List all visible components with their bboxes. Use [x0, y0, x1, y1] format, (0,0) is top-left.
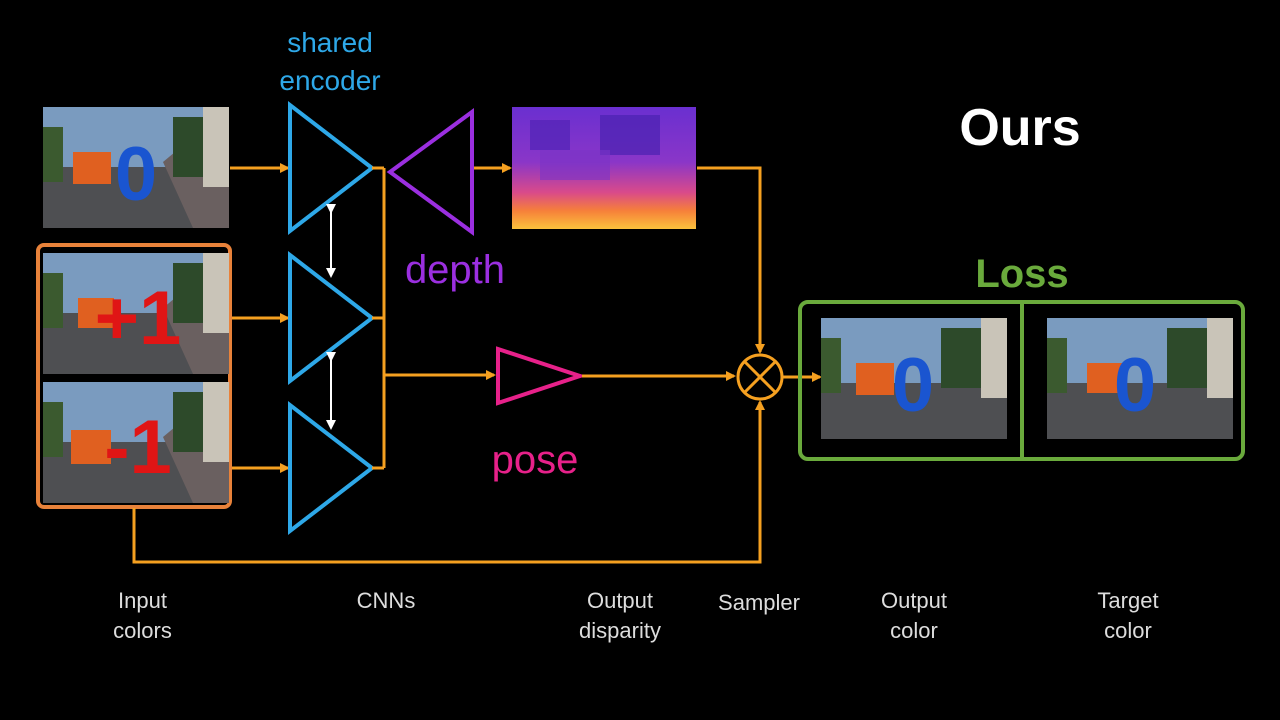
encoder-top — [288, 100, 376, 236]
street-scene-image — [1047, 318, 1233, 439]
caption-output-color: Output color — [880, 588, 948, 643]
frame-digit-target-color: 0 — [1113, 343, 1157, 428]
shared-encoder-label: shared encoder — [279, 27, 381, 96]
disparity-patch-1 — [530, 120, 570, 150]
disparity-patch-2 — [600, 115, 660, 155]
frame-digit-minus: -1 — [104, 405, 172, 490]
input-frames-box — [36, 243, 232, 509]
input-frame-plus: +1 — [43, 253, 229, 374]
street-scene-image — [821, 318, 1007, 439]
target-color-image: 0 — [1047, 318, 1233, 439]
street-scene-image — [43, 253, 229, 374]
pose-net — [496, 346, 587, 406]
pose-label: pose — [491, 438, 579, 482]
depth-decoder — [386, 108, 474, 236]
frame-digit-target: 0 — [114, 132, 158, 217]
frame-digit-output: 0 — [891, 343, 935, 428]
disparity-patch-3 — [540, 150, 610, 180]
caption-input-colors: Input colors — [113, 588, 172, 643]
sampler-cross-2 — [743, 360, 777, 394]
sampler-node — [736, 353, 784, 401]
depth-label: depth — [404, 248, 506, 292]
page-title: Ours — [959, 99, 1081, 157]
encoder-mid — [288, 250, 376, 386]
arrow-input-sampler — [132, 400, 765, 564]
encoder-bot — [288, 400, 376, 536]
caption-cnns: CNNs — [356, 588, 416, 613]
street-scene-image — [43, 382, 229, 503]
input-frame-minus: -1 — [43, 382, 229, 503]
arrow-disparity-sampler — [697, 166, 765, 354]
input-frame-target: 0 — [43, 107, 229, 228]
caption-target-color: Target color — [1097, 588, 1159, 643]
street-scene-image — [43, 107, 229, 228]
loss-label: Loss — [975, 252, 1069, 296]
caption-output-disparity: Output disparity — [579, 588, 661, 643]
output-color-image: 0 — [821, 318, 1007, 439]
caption-sampler: Sampler — [718, 590, 800, 615]
frame-digit-plus: +1 — [94, 276, 182, 361]
